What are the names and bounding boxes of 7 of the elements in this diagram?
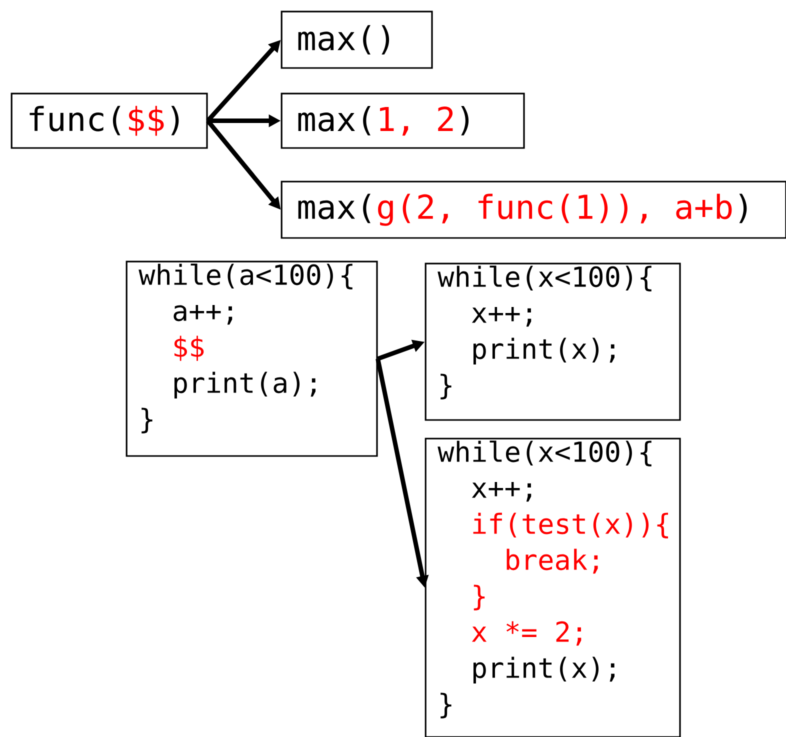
- code-box: max( 1, 2 ): [280, 92, 525, 149]
- code-box: max(): [280, 10, 433, 69]
- code-box: func( $$ ): [10, 92, 208, 149]
- code-box: while(x<100){ x++; print(x); }: [424, 262, 681, 421]
- code-box: max( g(2, func(1)), a+b ): [280, 180, 786, 239]
- code-box: while(a<100){ a++; $$ print(a); }: [126, 260, 378, 457]
- code-box: while(x<100){ x++; if(test(x)){ break; } x *= 2; print(x); }: [424, 438, 681, 737]
